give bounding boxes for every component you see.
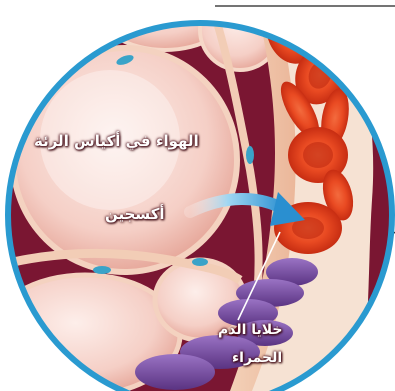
- oxygen-label: أكسجين: [105, 205, 165, 223]
- red-blood-cells-label-line1: خلايا الدم: [218, 322, 283, 338]
- air-in-alveoli-label: الهواء في أكياس الرئة: [34, 132, 199, 150]
- red-blood-cells-label-line2: الحمراء: [232, 350, 282, 366]
